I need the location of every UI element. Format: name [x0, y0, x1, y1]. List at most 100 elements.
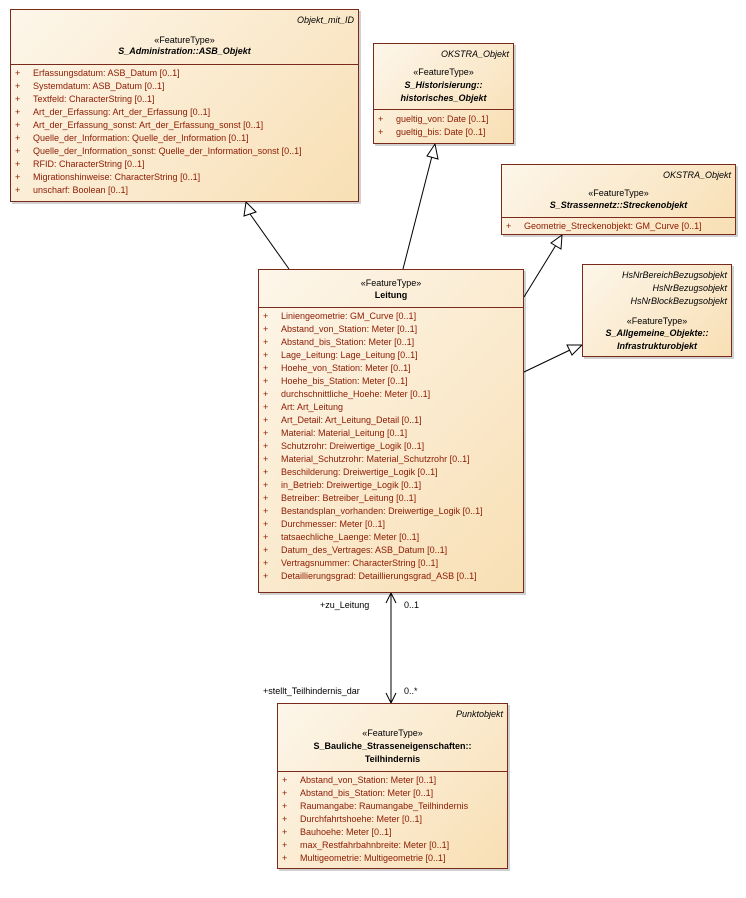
generalization-line-infrastrukturobjekt [523, 349, 571, 373]
generalization-arrowhead-historisches-objekt [426, 142, 439, 160]
compartment-divider [374, 109, 513, 110]
class-name-line-2: Infrastrukturobjekt [616, 341, 697, 351]
attribute-item[interactable]: +Schutzrohr: Dreiwertige_Logik [0..1] [263, 441, 425, 451]
parent-label: OKSTRA_Objekt [662, 170, 731, 180]
visibility-marker: + [15, 146, 21, 156]
parent-label-1: HsNrBereichBezugsobjekt [621, 270, 727, 280]
attribute-item[interactable]: +Systemdatum: ASB_Datum [0..1] [15, 81, 165, 91]
visibility-marker: + [282, 788, 288, 798]
visibility-marker: + [263, 493, 269, 503]
visibility-marker: + [15, 159, 21, 169]
attribute-item[interactable]: +Hoehe_von_Station: Meter [0..1] [263, 363, 411, 373]
compartment-divider [278, 771, 507, 772]
attribute-item[interactable]: +Material: Material_Leitung [0..1] [263, 428, 408, 438]
stereotype-label: «FeatureType» [360, 278, 422, 288]
attribute-item[interactable]: +gueltig_bis: Date [0..1] [378, 127, 486, 137]
class-historisches-objekt[interactable]: OKSTRA_Objekt «FeatureType» S_Historisie… [373, 43, 514, 144]
class-name-line-1: S_Historisierung:: [404, 80, 483, 90]
visibility-marker: + [282, 827, 288, 837]
attribute-item[interactable]: +Abstand_bis_Station: Meter [0..1] [282, 788, 434, 798]
attribute-item[interactable]: +Abstand_bis_Station: Meter [0..1] [263, 337, 415, 347]
generalization-line-historisches-objekt [402, 155, 433, 270]
class-streckenobjekt[interactable]: OKSTRA_Objekt «FeatureType» S_Strassenne… [501, 164, 736, 235]
visibility-marker: + [263, 532, 269, 542]
visibility-marker: + [282, 814, 288, 824]
attribute-item[interactable]: +Bauhoehe: Meter [0..1] [282, 827, 392, 837]
attribute-item[interactable]: +Abstand_von_Station: Meter [0..1] [263, 324, 418, 334]
visibility-marker: + [263, 571, 269, 581]
attribute-item[interactable]: +max_Restfahrbahnbreite: Meter [0..1] [282, 840, 450, 850]
parent-label: OKSTRA_Objekt [440, 49, 509, 59]
attribute-item[interactable]: +Hoehe_bis_Station: Meter [0..1] [263, 376, 408, 386]
attribute-item[interactable]: +Betreiber: Betreiber_Leitung [0..1] [263, 493, 417, 503]
attribute-item[interactable]: +Art: Art_Leitung [263, 402, 344, 412]
attribute-item[interactable]: +Durchmesser: Meter [0..1] [263, 519, 386, 529]
compartment-divider [502, 217, 735, 218]
association-arrowhead-top [385, 591, 397, 604]
attribute-item[interactable]: +unscharf: Boolean [0..1] [15, 185, 129, 195]
attribute-item[interactable]: +Art_der_Erfassung: Art_der_Erfassung [0… [15, 107, 211, 117]
attribute-item[interactable]: +Raumangabe: Raumangabe_Teilhindernis [282, 801, 469, 811]
class-infrastrukturobjekt[interactable]: HsNrBereichBezugsobjekt HsNrBezugsobjekt… [582, 264, 732, 357]
visibility-marker: + [282, 775, 288, 785]
attribute-item[interactable]: +Durchfahrtshoehe: Meter [0..1] [282, 814, 423, 824]
visibility-marker: + [263, 324, 269, 334]
visibility-marker: + [263, 376, 269, 386]
visibility-marker: + [378, 127, 384, 137]
attribute-item[interactable]: +gueltig_von: Date [0..1] [378, 114, 489, 124]
class-name-line-2: Teilhindernis [364, 754, 421, 764]
attribute-list: +Geometrie_Streckenobjekt: GM_Curve [0..… [502, 221, 735, 234]
compartment-divider [259, 307, 523, 308]
visibility-marker: + [263, 454, 269, 464]
visibility-marker: + [263, 415, 269, 425]
class-name: S_Strassennetz::Streckenobjekt [549, 200, 688, 210]
attribute-item[interactable]: +durchschnittliche_Hoehe: Meter [0..1] [263, 389, 431, 399]
attribute-item[interactable]: +Vertragsnummer: CharacterString [0..1] [263, 558, 439, 568]
class-name: S_Administration::ASB_Objekt [118, 46, 251, 56]
visibility-marker: + [263, 428, 269, 438]
attribute-item[interactable]: +Material_Schutzrohr: Material_Schutzroh… [263, 454, 470, 464]
attribute-item[interactable]: +in_Betrieb: Dreiwertige_Logik [0..1] [263, 480, 422, 490]
class-name-line-1: S_Allgemeine_Objekte:: [605, 328, 709, 338]
attribute-item[interactable]: +Abstand_von_Station: Meter [0..1] [282, 775, 437, 785]
parent-label-2: HsNrBezugsobjekt [652, 283, 727, 293]
class-leitung[interactable]: «FeatureType» Leitung +Liniengeometrie: … [258, 269, 524, 593]
visibility-marker: + [15, 185, 21, 195]
generalization-arrowhead-streckenobjekt [550, 233, 563, 250]
attribute-item[interactable]: +Lage_Leitung: Lage_Leitung [0..1] [263, 350, 418, 360]
attribute-item[interactable]: +Erfassungsdatum: ASB_Datum [0..1] [15, 68, 180, 78]
attribute-item[interactable]: +Geometrie_Streckenobjekt: GM_Curve [0..… [506, 221, 702, 231]
attribute-item[interactable]: +Beschilderung: Dreiwertige_Logik [0..1] [263, 467, 438, 477]
visibility-marker: + [263, 363, 269, 373]
compartment-divider [11, 64, 358, 65]
visibility-marker: + [263, 506, 269, 516]
parent-label: Objekt_mit_ID [296, 15, 354, 25]
attribute-item[interactable]: +Quelle_der_Information_sonst: Quelle_de… [15, 146, 302, 156]
generalization-arrowhead-asb-objekt [243, 200, 257, 217]
class-teilhindernis[interactable]: Punktobjekt «FeatureType» S_Bauliche_Str… [277, 703, 508, 869]
attribute-item[interactable]: +Detaillierungsgrad: Detaillierungsgrad_… [263, 571, 477, 581]
visibility-marker: + [15, 81, 21, 91]
attribute-item[interactable]: +tatsaechliche_Laenge: Meter [0..1] [263, 532, 420, 542]
attribute-list: +Abstand_von_Station: Meter [0..1] +Abst… [278, 775, 507, 866]
attribute-item[interactable]: +Bestandsplan_vorhanden: Dreiwertige_Log… [263, 506, 483, 516]
attribute-item[interactable]: +Art_der_Erfassung_sonst: Art_der_Erfass… [15, 120, 264, 130]
attribute-item[interactable]: +Datum_des_Vertrages: ASB_Datum [0..1] [263, 545, 448, 555]
visibility-marker: + [282, 840, 288, 850]
attribute-item[interactable]: +Art_Detail: Art_Leitung_Detail [0..1] [263, 415, 422, 425]
association-role-top: +zu_Leitung [320, 600, 370, 610]
attribute-item[interactable]: +Liniengeometrie: GM_Curve [0..1] [263, 311, 417, 321]
visibility-marker: + [263, 350, 269, 360]
attribute-item[interactable]: +Quelle_der_Information: Quelle_der_Info… [15, 133, 249, 143]
parent-label: Punktobjekt [455, 709, 503, 719]
attribute-item[interactable]: +Textfeld: CharacterString [0..1] [15, 94, 155, 104]
attribute-list: +Erfassungsdatum: ASB_Datum [0..1] +Syst… [11, 68, 358, 198]
attribute-item[interactable]: +Multigeometrie: Multigeometrie [0..1] [282, 853, 446, 863]
attribute-item[interactable]: +RFID: CharacterString [0..1] [15, 159, 145, 169]
visibility-marker: + [15, 120, 21, 130]
parent-label-3: HsNrBlockBezugsobjekt [630, 296, 727, 306]
visibility-marker: + [15, 133, 21, 143]
class-asb-objekt[interactable]: Objekt_mit_ID «FeatureType» S_Administra… [10, 9, 359, 202]
attribute-item[interactable]: +Migrationshinweise: CharacterString [0.… [15, 172, 201, 182]
